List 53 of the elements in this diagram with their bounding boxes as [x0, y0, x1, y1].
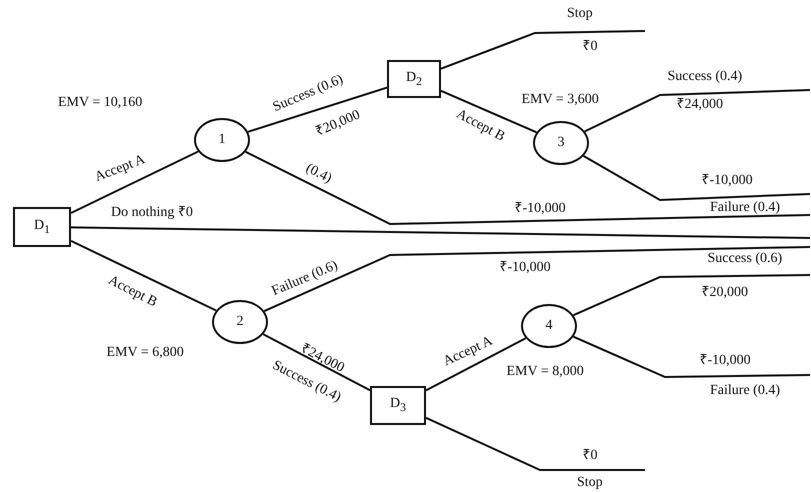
- node-label: 4: [546, 318, 552, 334]
- branch-line: [573, 336, 810, 378]
- branch-line: [426, 337, 526, 392]
- chance-node: [533, 121, 589, 165]
- chance-node: [194, 118, 250, 162]
- edge-label: Do nothing ₹0: [111, 206, 193, 220]
- edge-label: Failure (0.4): [710, 384, 780, 398]
- payoff-label: ₹0: [582, 40, 598, 54]
- node-label: 1: [218, 132, 226, 148]
- edge-label: Success (0.6): [270, 72, 345, 116]
- branch-line: [573, 274, 810, 316]
- payoff-label: ₹20,000: [702, 286, 748, 300]
- branch-line: [264, 246, 810, 312]
- branch-line: [245, 150, 810, 225]
- chance-node: [521, 304, 577, 348]
- payoff-label: ₹24,000: [676, 98, 723, 112]
- node-label: D$_{3}$: [390, 396, 406, 414]
- node-label: D$_{1}$: [34, 218, 50, 236]
- branch-line: [440, 30, 646, 70]
- edge-label: Accept A: [93, 153, 148, 185]
- node-label: 2: [236, 314, 244, 330]
- node-label: D$_{2}$: [406, 70, 422, 88]
- branch-line: [70, 226, 810, 239]
- emv-label: EMV = 10,160: [58, 96, 142, 110]
- payoff-label: ₹-10,000: [700, 354, 751, 368]
- edge-label: Failure (0.6): [270, 258, 340, 300]
- decision-node: [370, 386, 426, 424]
- branch-line: [440, 90, 537, 134]
- branch-line: [426, 416, 645, 471]
- edge-label: Stop: [567, 7, 593, 21]
- payoff-label: ₹-10,000: [702, 174, 753, 188]
- emv-label: EMV = 3,600: [522, 93, 599, 107]
- emv-label: EMV = 8,000: [506, 365, 584, 379]
- edge-label: Accept A: [442, 334, 495, 370]
- branch-line: [70, 240, 217, 312]
- payoff-label: ₹-10,000: [500, 261, 551, 275]
- edge-label: Failure (0.4): [710, 201, 780, 215]
- decision-node: [13, 207, 71, 247]
- branch-line: [262, 333, 370, 392]
- chance-node: [212, 300, 268, 344]
- branch-line: [584, 89, 810, 132]
- branch-line: [70, 150, 199, 214]
- branch-line: [583, 155, 810, 202]
- payoff-label: ₹-10,000: [514, 202, 566, 216]
- edge-label: Stop: [577, 476, 603, 490]
- payoff-label: ₹0: [582, 449, 598, 463]
- node-label: 3: [558, 135, 564, 151]
- edge-label: Success (0.4): [668, 70, 742, 84]
- edge-label: Success (0.6): [708, 252, 782, 266]
- emv-label: EMV = 6,800: [106, 346, 184, 360]
- edge-label: (0.4): [302, 162, 334, 186]
- branch-line: [248, 86, 388, 133]
- decision-node: [387, 60, 441, 98]
